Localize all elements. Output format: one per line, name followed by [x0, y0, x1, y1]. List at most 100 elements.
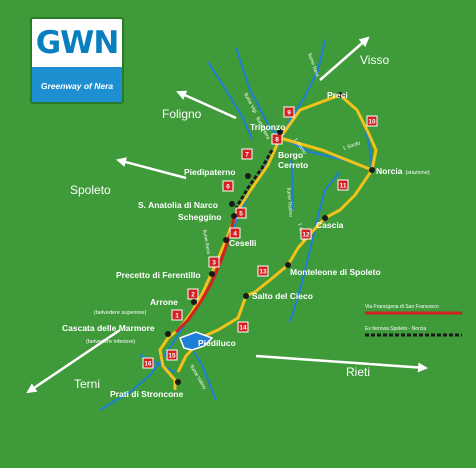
river-tissino: [290, 159, 295, 211]
place-dot: [322, 215, 328, 221]
stage-number: 16: [144, 361, 152, 368]
lake-piediluco: [179, 331, 214, 351]
stage-marker-16: 16: [142, 357, 154, 369]
place-label: Scheggino: [178, 212, 221, 222]
place-dot: [369, 167, 375, 173]
place-label: Cascata delle Marmore: [62, 323, 155, 333]
place-label: (belvedere superiore): [94, 310, 146, 316]
route-norcia-cascia: [324, 169, 374, 220]
place-dot: [165, 331, 171, 337]
arrow-line: [26, 328, 121, 394]
arrow-terni: Terni: [26, 328, 121, 394]
arrow-rieti: Rieti: [255, 354, 428, 379]
direction-label: Visso: [360, 53, 389, 67]
arrow-spoleto: Spoleto: [70, 157, 187, 197]
stage-marker-5: 5: [235, 207, 247, 219]
legend: Via Francigena di San Francesco Ex ferrov…: [365, 304, 462, 337]
railway-path: [234, 149, 274, 209]
place-label: Precetto di Ferentillo: [116, 270, 201, 280]
stage-marker-12: 12: [300, 228, 312, 240]
stage-marker-8: 8: [271, 133, 283, 145]
place-label: Triponzo: [250, 122, 285, 132]
place-dot: [243, 293, 249, 299]
place-cascata-delle-marmore: Cascata delle Marmore: [62, 323, 171, 337]
stage-marker-13: 13: [257, 265, 269, 277]
place-precetto-di-ferentillo: Precetto di Ferentillo: [116, 270, 215, 280]
river-nera-upper: [281, 39, 326, 139]
stage-marker-4: 4: [229, 227, 241, 239]
river-vigi: [235, 47, 283, 139]
place-label: Cascia: [316, 220, 344, 230]
stage-marker-3: 3: [208, 256, 220, 268]
stage-number: 5: [239, 211, 243, 218]
legend-label: Via Francigena di San Francesco: [365, 304, 439, 310]
place-dot: [245, 173, 251, 179]
route-norcia-spur: [279, 136, 373, 172]
stage-marker-10: 10: [366, 115, 378, 127]
stage-number: 2: [191, 292, 195, 299]
place-salto-del-cieco: Salto del Cieco: [243, 291, 313, 301]
place-label: Arrone: [150, 297, 178, 307]
place-label: (belvedere inferiore): [86, 339, 135, 345]
stage-marker-11: 11: [337, 179, 349, 191]
direction-label: Rieti: [346, 365, 370, 379]
gwn-logo: GWN Greenway of Nera: [30, 17, 124, 104]
arrow-line: [116, 157, 187, 180]
river-label: fiume Vigi: [242, 92, 258, 114]
route-cascia-monteleone: [286, 216, 327, 266]
place-label: Piedipaterno: [184, 167, 235, 177]
place-dot: [223, 237, 229, 243]
place-belvedere-inferiore: (belvedere inferiore): [86, 339, 135, 345]
stage-marker-1: 1: [171, 309, 183, 321]
legend-item-ex-ferrovia-spoleto-norcia: Ex ferrovia Spoleto - Norcia: [365, 326, 462, 337]
place-label: Salto del Cieco: [252, 291, 313, 301]
place-monteleone-di-spoleto: Monteleone di Spoleto: [285, 262, 381, 277]
place-dot: [191, 299, 197, 305]
logo-wave-band: [32, 67, 122, 102]
place-markers: PreciTriponzoBorgoCerretoNorcia(stazione…: [62, 90, 430, 399]
stage-number: 3: [212, 260, 216, 267]
stage-number: 8: [275, 137, 279, 144]
stage-number: 6: [226, 184, 230, 191]
stage-marker-9: 9: [283, 106, 295, 118]
arrow-line: [319, 36, 370, 81]
place-dot: [175, 379, 181, 385]
place-dot: [229, 201, 235, 207]
stage-marker-7: 7: [241, 148, 253, 160]
legend-item-via-francigena-di-san-francesco: Via Francigena di San Francesco: [365, 304, 462, 315]
stage-number: 12: [302, 232, 310, 239]
stage-marker-2: 2: [187, 288, 199, 300]
place-label: Norcia(stazione): [376, 166, 430, 176]
river-sordo: [365, 129, 373, 171]
river-corno-2: [289, 171, 341, 323]
place-belvedere-superiore: (belvedere superiore): [94, 310, 146, 316]
place-label: Monteleone di Spoleto: [290, 267, 381, 277]
place-label: Preci: [327, 90, 348, 100]
place-prati-di-stroncone: Prati di Stroncone: [110, 379, 183, 399]
stage-number: 14: [239, 325, 247, 332]
river-label: f. Sordo: [343, 140, 362, 152]
place-label: S. Anatolia di Narco: [138, 200, 218, 210]
place-dot: [337, 92, 343, 98]
place-cascia: Cascia: [316, 215, 344, 230]
legend-label: Ex ferrovia Spoleto - Norcia: [365, 326, 426, 332]
place-label: Cerreto: [278, 160, 308, 170]
place-label: Borgo: [278, 150, 303, 160]
place-triponzo: Triponzo: [250, 122, 285, 135]
place-piedipaterno: Piedipaterno: [184, 167, 251, 179]
stage-number: 15: [168, 353, 176, 360]
stage-number: 9: [287, 110, 291, 117]
place-arrone: Arrone: [150, 297, 197, 307]
place-label: Ceselli: [229, 238, 256, 248]
place-norcia: Norcia(stazione): [369, 166, 430, 176]
arrow-line: [255, 354, 428, 373]
stage-marker-14: 14: [237, 321, 249, 333]
route-main: [158, 93, 341, 390]
place-dot: [277, 129, 283, 135]
stage-number: 10: [368, 119, 376, 126]
place-s-anatolia-di-narco: S. Anatolia di Narco: [138, 200, 235, 210]
